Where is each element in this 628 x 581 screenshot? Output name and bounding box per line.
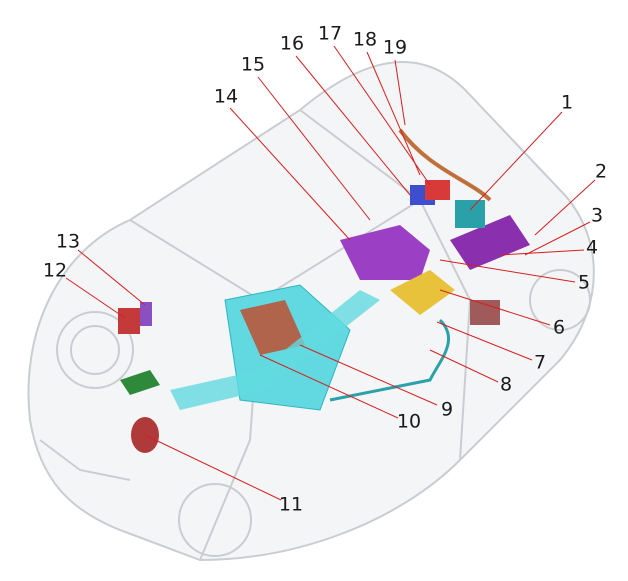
callout-5: 5 [577,271,591,294]
pump-12 [118,308,140,334]
callout-19: 19 [382,36,408,59]
callout-10: 10 [396,410,422,433]
callout-17: 17 [317,22,343,45]
battery-top [240,300,305,355]
module-13 [140,302,152,326]
callout-16: 16 [279,32,305,55]
rear-motor [470,300,500,325]
callout-13: 13 [55,230,81,253]
fuse-box-red [425,180,450,200]
inverter [450,215,530,270]
callout-14: 14 [213,85,239,108]
leader-lines [65,45,596,501]
callout-2: 2 [594,160,608,183]
pedal-unit [120,370,160,395]
callout-11: 11 [278,493,304,516]
components [118,128,530,453]
callout-7: 7 [533,351,547,374]
callout-3: 3 [590,204,604,227]
motor [340,225,430,280]
charger [390,270,455,315]
duct [170,290,380,410]
callout-4: 4 [585,236,599,259]
callout-8: 8 [499,373,513,396]
callout-15: 15 [240,53,266,76]
module-teal [455,200,485,228]
callout-6: 6 [552,316,566,339]
callout-18: 18 [352,28,378,51]
callout-1: 1 [560,91,574,114]
callout-12: 12 [42,259,68,282]
callout-9: 9 [440,398,454,421]
